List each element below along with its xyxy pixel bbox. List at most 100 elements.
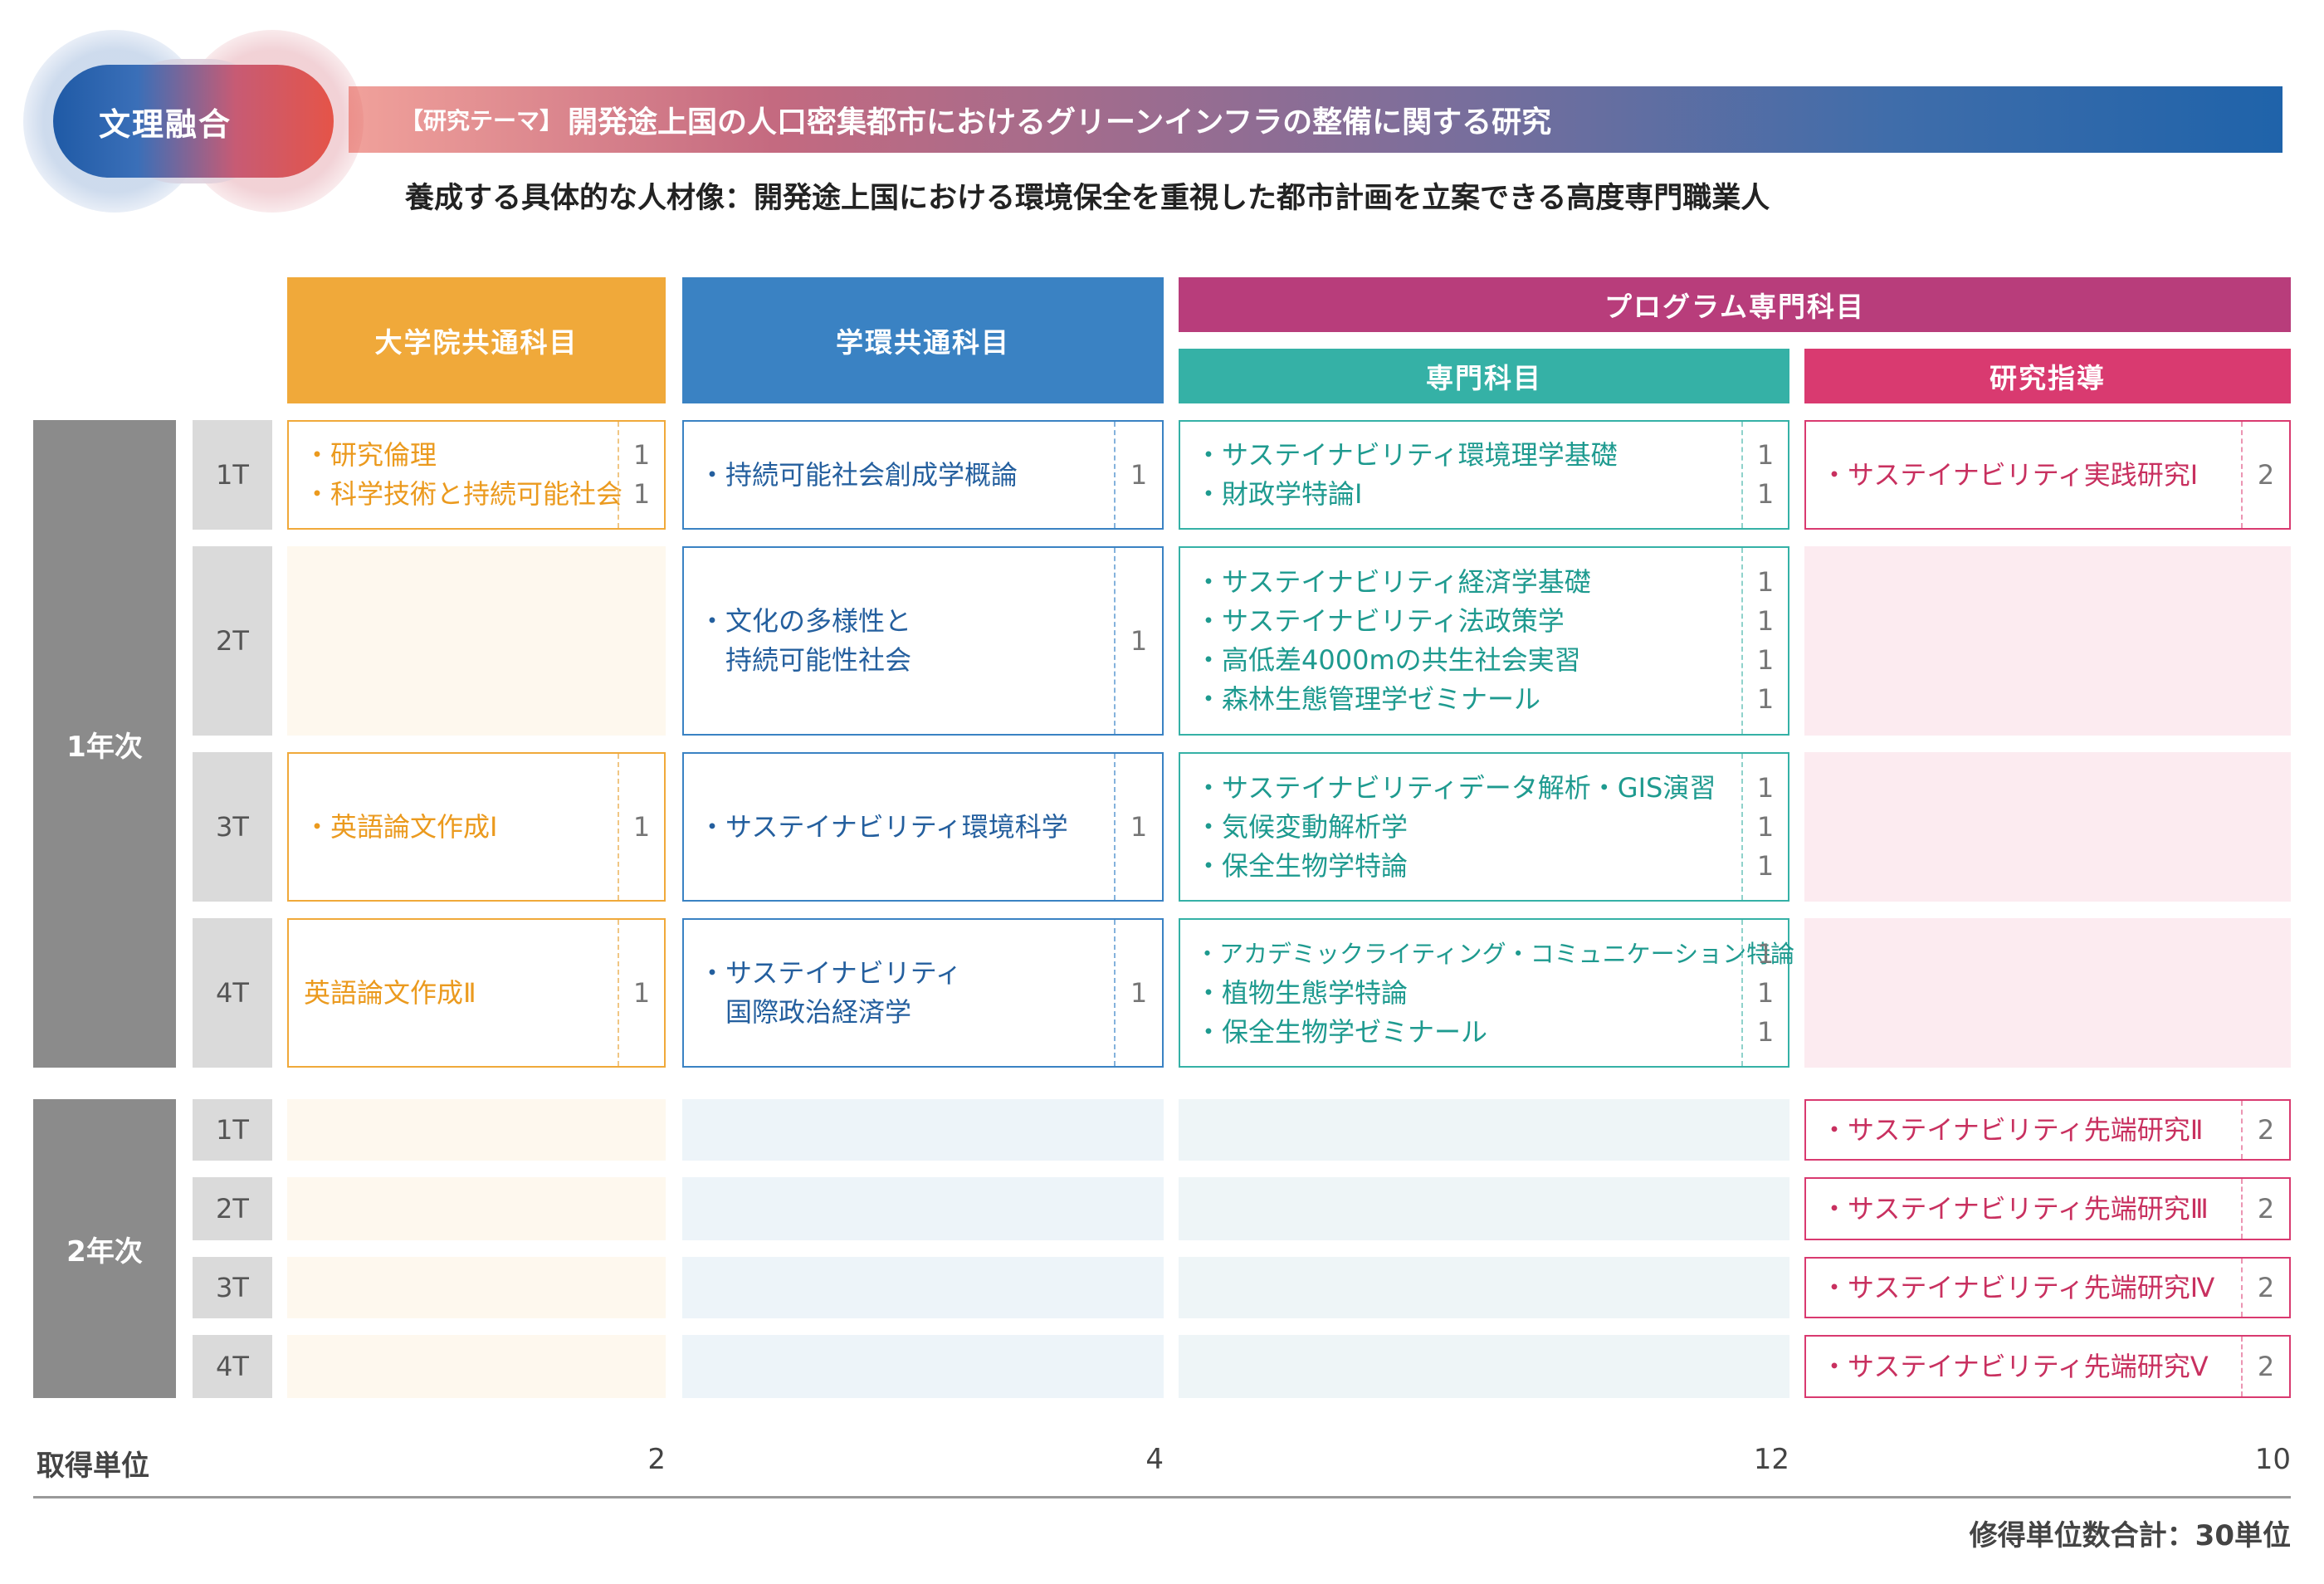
badge-label: 文理融合 [98,105,232,143]
course-cell-env-y1-2: ・文化の多様性と 持続可能性社会 1 [682,546,1164,736]
course-credit: 1 [1130,810,1148,843]
course-cell-res-y1-1: ・サステイナビリティ実践研究Ⅰ 2 [1804,420,2291,530]
course-name: ・文化の多様性と [699,605,912,637]
discipline-badge: 文理融合 [23,30,364,213]
course-name: ・持続可能社会創成学概論 [699,458,1018,491]
course-name: 国際政治経済学 [699,996,912,1028]
header-research: 研究指導 [1804,349,2291,403]
course-credit: 1 [1130,976,1148,1009]
course-credit: 1 [1756,1015,1775,1048]
course-name: ・サステイナビリティ実践研究Ⅰ [1821,458,2199,491]
header-program: プログラム専門科目 [1179,277,2291,332]
course-cell-res-y2-3: ・サステイナビリティ先端研究Ⅳ 2 [1804,1257,2291,1318]
course-name: ・保全生物学特論 [1195,849,1409,882]
empty-cell-res-y1-3 [1804,752,2291,902]
course-credit: 2 [2257,458,2275,491]
empty-cell-spec-y2-3 [1179,1257,1789,1318]
course-credit: 1 [1756,439,1775,471]
research-theme-bar: 【研究テーマ】 開発途上国の人口密集都市におけるグリーンインフラの整備に関する研… [349,86,2282,153]
empty-cell-grad-y2-3 [287,1257,666,1318]
course-cell-res-y2-1: ・サステイナビリティ先端研究Ⅱ 2 [1804,1099,2291,1161]
course-cell-grad-y1-3: ・英語論文作成Ⅰ 1 [287,752,666,902]
credits-total-spec: 12 [1753,1443,1789,1476]
course-name: ・サステイナビリティ環境理学基礎 [1195,439,1618,471]
term-label-y1-4: 4T [193,918,272,1068]
course-name: ・サステイナビリティ法政策学 [1195,605,1565,637]
badge-core [53,65,334,178]
credits-total-grad: 2 [647,1443,666,1476]
header-graduate-common: 大学院共通科目 [287,277,666,403]
course-name: 英語論文作成Ⅱ [304,976,476,1009]
course-cell-grad-y1-4: 英語論文作成Ⅱ 1 [287,918,666,1068]
empty-cell-grad-y2-4 [287,1335,666,1398]
empty-cell-res-y1-4 [1804,918,2291,1068]
course-cell-res-y2-4: ・サステイナビリティ先端研究Ⅴ 2 [1804,1335,2291,1398]
empty-cell-spec-y2-1 [1179,1099,1789,1161]
course-name: 持続可能性社会 [699,644,912,676]
course-cell-spec-y1-4: ・アカデミックライティング・コミュニケーション特論 ・植物生態学特論 ・保全生物… [1179,918,1794,1068]
empty-cell-spec-y2-4 [1179,1335,1789,1398]
course-cell-res-y2-2: ・サステイナビリティ先端研究Ⅲ 2 [1804,1177,2291,1240]
target-persona: 養成する具体的な人材像：開発途上国における環境保全を重視した都市計画を立案できる… [405,182,1770,215]
course-credit: 1 [1756,644,1775,676]
empty-cell-grad-y2-2 [287,1177,666,1240]
course-name: ・サステイナビリティ環境科学 [699,810,1068,843]
empty-cell-env-y2-3 [682,1257,1164,1318]
course-cell-env-y1-1: ・持続可能社会創成学概論 1 [682,420,1164,530]
credits-total-env: 4 [1145,1443,1164,1476]
credits-earned-label: 取得単位 [37,1450,149,1483]
course-name: ・高低差4000mの共生社会実習 [1195,644,1581,676]
empty-cell-env-y2-2 [682,1177,1164,1240]
course-name: ・サステイナビリティ先端研究Ⅴ [1821,1350,2209,1382]
header-env-common: 学環共通科目 [682,277,1164,403]
course-name: ・サステイナビリティ経済学基礎 [1195,566,1591,598]
course-credit: 1 [1130,458,1148,491]
course-name: ・気候変動解析学 [1195,810,1409,843]
credits-total-res: 10 [2254,1443,2291,1476]
empty-cell-env-y2-4 [682,1335,1164,1398]
course-credit: 1 [1756,810,1775,843]
course-name: ・アカデミックライティング・コミュニケーション特論 [1195,939,1795,968]
term-label-y2-1: 1T [193,1099,272,1161]
totals-divider [33,1496,2291,1498]
course-credit: 1 [632,439,651,471]
empty-cell-env-y2-1 [682,1099,1164,1161]
course-credit: 1 [632,478,651,510]
course-credit: 1 [1756,683,1775,715]
term-label-y1-2: 2T [193,546,272,736]
course-name: ・サステイナビリティ先端研究Ⅱ [1821,1113,2204,1146]
term-label-y1-1: 1T [193,420,272,530]
course-cell-env-y1-3: ・サステイナビリティ環境科学 1 [682,752,1164,902]
year-label-1: 1年次 [33,420,176,1068]
course-credit: 1 [632,976,651,1009]
course-name: ・研究倫理 [304,439,437,471]
course-name: ・財政学特論Ⅰ [1195,478,1363,510]
empty-cell-grad-y1-2 [287,546,666,736]
course-credit: 2 [2257,1350,2275,1382]
course-name: ・サステイナビリティデータ解析・GIS演習 [1195,771,1716,804]
theme-prefix: 【研究テーマ】 [400,107,564,134]
course-name: ・英語論文作成Ⅰ [304,810,498,843]
course-credit: 2 [2257,1192,2275,1225]
course-name: ・保全生物学ゼミナール [1195,1015,1488,1048]
course-name: ・森林生態管理学ゼミナール [1195,683,1541,715]
term-label-y1-3: 3T [193,752,272,902]
course-credit: 2 [2257,1271,2275,1303]
course-name: ・科学技術と持続可能社会 [304,478,623,510]
course-name: ・サステイナビリティ [699,957,962,989]
course-cell-grad-y1-1: ・研究倫理 ・科学技術と持続可能社会 1 1 [287,420,666,530]
course-credit: 1 [1756,771,1775,804]
empty-cell-grad-y2-1 [287,1099,666,1161]
course-cell-env-y1-4: ・サステイナビリティ 国際政治経済学 1 [682,918,1164,1068]
course-cell-spec-y1-1: ・サステイナビリティ環境理学基礎 ・財政学特論Ⅰ 1 1 [1179,420,1789,530]
course-name: ・植物生態学特論 [1195,976,1409,1009]
grand-total: 修得単位数合計：30単位 [1969,1519,2291,1552]
course-credit: 2 [2257,1113,2275,1146]
course-cell-spec-y1-3: ・サステイナビリティデータ解析・GIS演習 ・気候変動解析学 ・保全生物学特論 … [1179,752,1789,902]
course-name: ・サステイナビリティ先端研究Ⅲ [1821,1192,2209,1225]
empty-cell-res-y1-2 [1804,546,2291,736]
year-label-2: 2年次 [33,1099,176,1398]
course-credit: 1 [1756,605,1775,637]
term-label-y2-4: 4T [193,1335,272,1398]
term-label-y2-3: 3T [193,1257,272,1318]
